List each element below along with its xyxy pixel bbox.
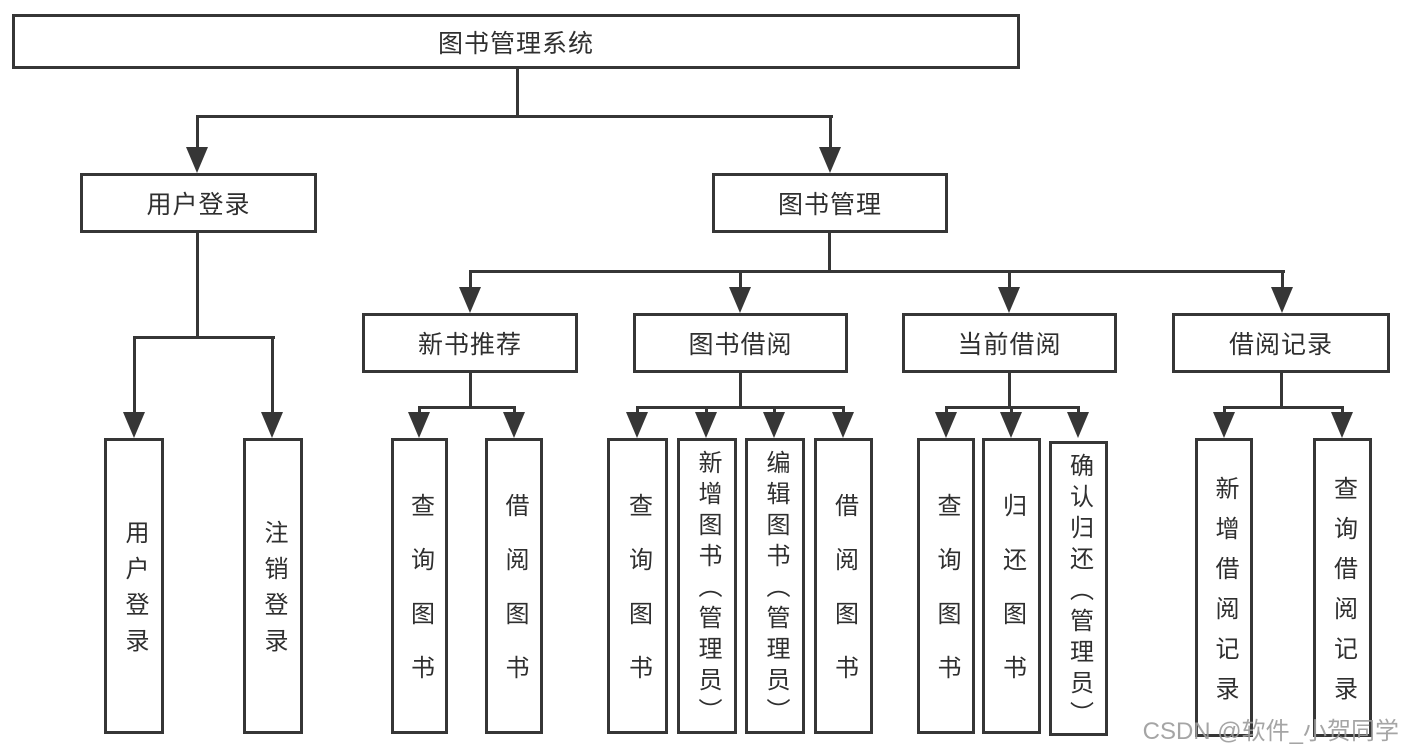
node-cb-query-book: 查询图书: [917, 438, 975, 734]
connector-line: [133, 336, 136, 412]
arrowhead-down-icon: [1000, 412, 1022, 438]
arrowhead-down-icon: [935, 412, 957, 438]
node-book-borrow: 图书借阅: [633, 313, 848, 373]
node-root: 图书管理系统: [12, 14, 1020, 69]
connector-line: [516, 69, 519, 115]
connector-line: [842, 406, 845, 412]
connector-line: [469, 270, 1285, 273]
connector-line: [1010, 406, 1013, 412]
node-bb-borrow-book: 借阅图书: [814, 438, 873, 734]
node-bb-query-book: 查询图书: [607, 438, 668, 734]
node-user-login: 用户登录: [80, 173, 317, 233]
node-br-query-record: 查询借阅记录: [1313, 438, 1372, 737]
connector-line: [739, 273, 742, 287]
connector-line: [418, 406, 516, 409]
connector-line: [133, 336, 275, 339]
node-new-book-recommend: 新书推荐: [362, 313, 578, 373]
node-bb-edit-book-admin-label: 编辑图书（管理员）: [762, 450, 789, 729]
connector-line: [196, 233, 199, 336]
arrowhead-down-icon: [998, 287, 1020, 313]
node-logout-label: 注销登录: [260, 520, 287, 664]
arrowhead-down-icon: [1067, 412, 1089, 438]
connector-line: [1008, 373, 1011, 406]
node-bb-add-book-admin-label: 新增图书（管理员）: [694, 450, 721, 729]
node-nb-query-book: 查询图书: [391, 438, 448, 734]
node-current-borrow: 当前借阅: [902, 313, 1117, 373]
node-logout: 注销登录: [243, 438, 303, 734]
arrowhead-down-icon: [1213, 412, 1235, 438]
arrowhead-down-icon: [1271, 287, 1293, 313]
connector-line: [636, 406, 845, 409]
connector-line: [828, 233, 831, 273]
connector-line: [1077, 406, 1080, 412]
node-cb-confirm-return-admin-label: 确认归还（管理员）: [1065, 452, 1093, 732]
connector-line: [705, 406, 708, 412]
watermark: CSDN @软件_小贺同学: [1142, 718, 1399, 745]
connector-line: [945, 406, 948, 412]
arrowhead-down-icon: [763, 412, 785, 438]
node-bb-borrow-book-label: 借阅图书: [830, 493, 858, 709]
arrowhead-down-icon: [408, 412, 430, 438]
connector-line: [513, 406, 516, 412]
node-br-add-record-label: 新增借阅记录: [1211, 475, 1238, 716]
arrowhead-down-icon: [186, 147, 208, 173]
connector-line: [1223, 406, 1344, 409]
arrowhead-down-icon: [459, 287, 481, 313]
node-nb-query-book-label: 查询图书: [406, 493, 434, 709]
connector-line: [1223, 406, 1226, 412]
arrowhead-down-icon: [123, 412, 145, 438]
node-login-label: 用户登录: [121, 520, 148, 664]
connector-line: [196, 115, 199, 147]
connector-line: [636, 406, 639, 412]
node-bb-query-book-label: 查询图书: [624, 493, 652, 709]
connector-line: [1280, 373, 1283, 406]
connector-line: [773, 406, 776, 412]
connector-line: [271, 336, 274, 412]
connector-line: [469, 373, 472, 406]
arrowhead-down-icon: [261, 412, 283, 438]
node-nb-borrow-book-label: 借阅图书: [501, 493, 528, 709]
connector-line: [829, 115, 832, 147]
arrowhead-down-icon: [695, 412, 717, 438]
arrowhead-down-icon: [832, 412, 854, 438]
arrowhead-down-icon: [729, 287, 751, 313]
arrowhead-down-icon: [819, 147, 841, 173]
connector-line: [739, 373, 742, 406]
arrowhead-down-icon: [503, 412, 525, 438]
node-bb-edit-book-admin: 编辑图书（管理员）: [745, 438, 805, 734]
node-cb-confirm-return-admin: 确认归还（管理员）: [1049, 441, 1108, 736]
node-bb-add-book-admin: 新增图书（管理员）: [677, 438, 737, 734]
connector-line: [1341, 406, 1344, 412]
arrowhead-down-icon: [626, 412, 648, 438]
connector-line: [196, 115, 833, 118]
node-br-add-record: 新增借阅记录: [1195, 438, 1253, 737]
node-borrow-record: 借阅记录: [1172, 313, 1390, 373]
node-nb-borrow-book: 借阅图书: [485, 438, 543, 734]
node-cb-query-book-label: 查询图书: [933, 493, 960, 709]
node-cb-return-book: 归还图书: [982, 438, 1041, 734]
node-cb-return-book-label: 归还图书: [998, 493, 1026, 709]
node-book-management: 图书管理: [712, 173, 948, 233]
arrowhead-down-icon: [1331, 412, 1353, 438]
connector-line: [418, 406, 421, 412]
connector-line: [469, 273, 472, 287]
connector-line: [1008, 273, 1011, 287]
node-br-query-record-label: 查询借阅记录: [1329, 475, 1357, 716]
connector-line: [1281, 273, 1284, 287]
node-login: 用户登录: [104, 438, 164, 734]
